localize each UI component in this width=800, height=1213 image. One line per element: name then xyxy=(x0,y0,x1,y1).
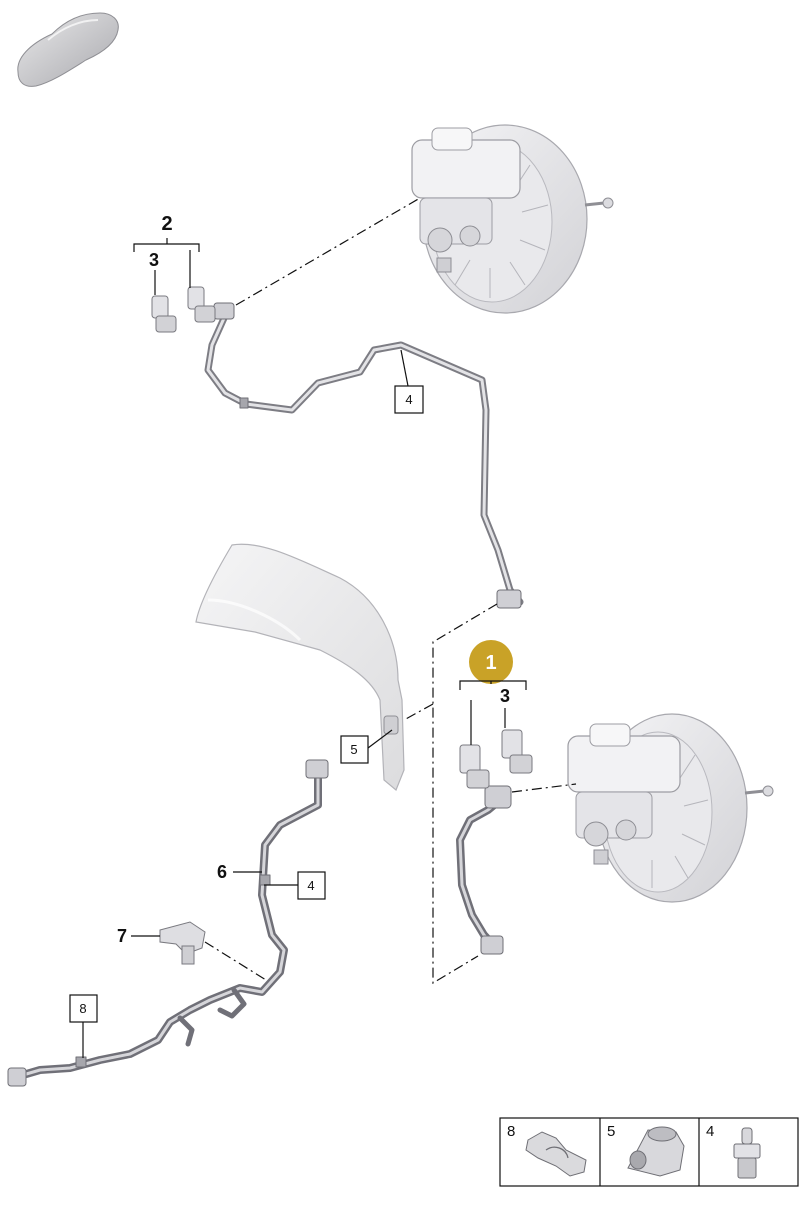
callout-box-5: 5 xyxy=(340,729,393,764)
svg-text:7: 7 xyxy=(117,926,127,946)
hose-connector-lower-right xyxy=(501,729,533,774)
callout-group-1-bracket xyxy=(459,680,527,745)
callout-box-8: 8 xyxy=(69,994,98,1058)
holder-icon xyxy=(733,1127,761,1179)
brake-line-lower-left xyxy=(7,759,329,1087)
hose-connector-upper-left xyxy=(151,295,177,333)
legend-label-5: 5 xyxy=(607,1123,615,1140)
svg-text:4: 4 xyxy=(405,392,412,407)
svg-text:6: 6 xyxy=(217,862,227,882)
leader-line-upper xyxy=(235,197,421,306)
clip-icon xyxy=(525,1131,587,1177)
leader-line-lower xyxy=(511,783,577,793)
callout-box-4-upper: 4 xyxy=(394,349,424,414)
car-thumbnail-icon xyxy=(17,12,119,87)
svg-text:5: 5 xyxy=(350,742,357,757)
clip-part-7 xyxy=(159,921,206,965)
heat-shield xyxy=(195,543,405,791)
callout-part-7: 7 xyxy=(117,926,160,946)
svg-text:8: 8 xyxy=(79,1001,86,1016)
grommet-icon xyxy=(627,1126,685,1177)
brake-booster-upper xyxy=(411,124,614,314)
callout-part-3-lower: 3 xyxy=(500,686,510,706)
leader-bracket-mid xyxy=(403,603,498,985)
hose-connector-upper-right xyxy=(187,286,216,323)
callout-part-3-upper: 3 xyxy=(149,250,159,270)
callout-group-1-badge: 1 xyxy=(469,640,513,684)
callout-box-4-lower: 4 xyxy=(264,871,326,900)
callout-group-2: 2 xyxy=(133,213,200,295)
callout-part-6: 6 xyxy=(217,862,262,882)
leader-line-clip xyxy=(204,941,267,981)
brake-booster-lower xyxy=(567,713,774,903)
brake-line-lower-right xyxy=(456,785,512,955)
legend-label-8: 8 xyxy=(507,1123,515,1140)
svg-text:1: 1 xyxy=(485,652,496,674)
svg-text:2: 2 xyxy=(161,213,172,235)
legend-panel: 8 5 4 xyxy=(499,1117,799,1187)
hose-connector-lower-left xyxy=(459,744,490,789)
svg-text:4: 4 xyxy=(307,878,314,893)
legend-label-4: 4 xyxy=(706,1123,714,1140)
